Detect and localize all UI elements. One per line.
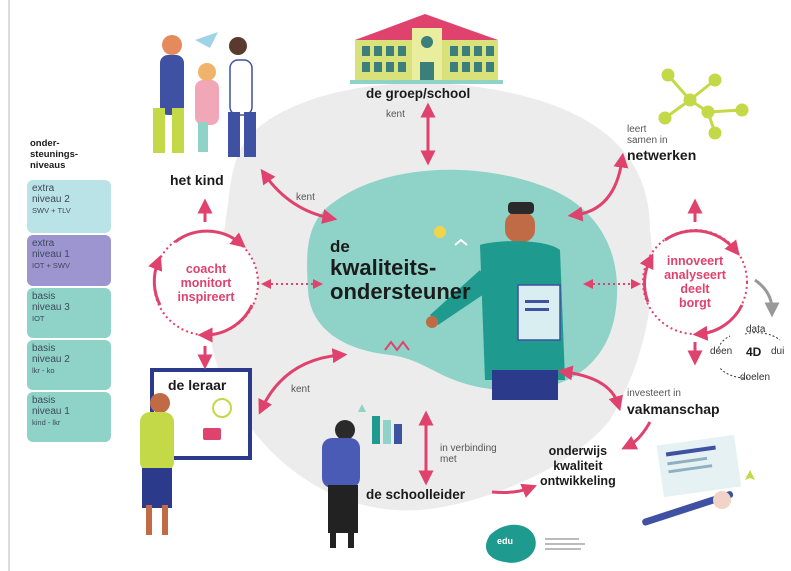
onderwijs-line: kwaliteit: [553, 459, 603, 473]
level-sub: IOT: [32, 314, 45, 323]
family-illustration: [153, 32, 256, 157]
logo-text: edu: [497, 536, 514, 546]
level-title: niveau 3: [32, 302, 70, 313]
onderwijs-line: ontwikkeling: [540, 474, 616, 488]
level-sub: SWV + TLV: [32, 206, 71, 215]
level-basis-2: basis niveau 2 lkr - ko: [27, 340, 111, 390]
level-title: niveau 2: [32, 354, 70, 365]
support-levels-title-line: niveaus: [30, 160, 66, 171]
teacher-illustration: [140, 368, 252, 535]
right-circle-line: deelt: [680, 282, 710, 296]
right-circle-line: borgt: [679, 296, 711, 310]
left-circle-arc-2: [197, 304, 254, 343]
right-circle-line: analyseert: [664, 268, 726, 282]
left-circle-arc-3: [148, 255, 163, 306]
level-basis-1: basis niveau 1 kind - lkr: [27, 392, 111, 442]
cycle-data: data: [746, 324, 766, 335]
level-sub: kind - lkr: [32, 418, 61, 427]
level-sub: IOT + SWV: [32, 261, 70, 270]
right-circle-arc-3: [639, 253, 654, 303]
level-extra-1: extra niveau 1 IOT + SWV: [27, 235, 111, 286]
relation-kent-leraar: kent: [291, 384, 310, 395]
relation-investeert: investeert in: [627, 388, 681, 399]
relation-kent-top: kent: [386, 109, 405, 120]
center-title-line: de: [330, 237, 350, 256]
level-title: extra: [32, 238, 55, 249]
school-building-illustration: [350, 14, 503, 84]
cycle-doen: doen: [710, 346, 733, 357]
cycle-center: 4D: [746, 345, 762, 359]
grey-arrow-cycle: [754, 278, 780, 318]
left-circle-line: coacht: [185, 262, 227, 276]
relation-leert-line: leert: [627, 124, 647, 135]
central-person-illustration: [426, 202, 565, 400]
level-title: niveau 1: [32, 406, 70, 417]
node-vakmanschap: vakmanschap: [627, 401, 720, 417]
level-title: niveau 2: [32, 194, 70, 205]
level-title: basis: [32, 343, 56, 354]
right-circle-text: innoveert analyseert deelt borgt: [650, 254, 740, 310]
relation-kent-kind: kent: [296, 192, 315, 203]
level-title: niveau 1: [32, 249, 70, 260]
right-circle-arc-2: [692, 304, 744, 341]
support-levels-title: onder- steunings- niveaus: [30, 138, 78, 171]
arrow-netwerken-center: [567, 152, 629, 222]
arrow-vakmanschap-onderwijs: [621, 421, 652, 450]
certificate-illustration: [642, 434, 755, 526]
cycle-duiden: dui: [771, 346, 785, 357]
level-title: extra: [32, 183, 55, 194]
level-title: basis: [32, 291, 56, 302]
onderwijs-line: onderwijs: [548, 444, 608, 458]
left-circle-line: inspireert: [177, 290, 235, 304]
left-circle-arc-1: [174, 229, 246, 248]
node-netwerken: netwerken: [627, 147, 697, 163]
squiggle-decoration: [384, 340, 410, 352]
support-levels-title-line: onder-: [30, 138, 60, 149]
level-title: basis: [32, 395, 56, 406]
level-basis-3: basis niveau 3 IOT: [27, 288, 111, 338]
arrow-vakmanschap-center: [557, 365, 623, 412]
node-groep-school: de groep/school: [366, 86, 471, 101]
support-levels-title-line: steunings-: [30, 149, 79, 160]
relation-leert-samen: leert samen in: [627, 124, 668, 146]
node-het-kind: het kind: [170, 172, 224, 188]
right-circle-line: innoveert: [666, 254, 724, 268]
page-edge-line: [8, 0, 10, 571]
left-circle-text: coacht monitort inspireert: [166, 262, 246, 304]
lightbulb-icon: [434, 226, 446, 238]
level-extra-2: extra niveau 2 SWV + TLV: [27, 180, 111, 233]
relation-verbinding-line: met: [440, 454, 457, 465]
arrow-schoolleider-onderwijs: [491, 483, 537, 498]
arrow-kind-center: [260, 168, 338, 224]
node-de-leraar: de leraar: [168, 377, 227, 393]
left-circle-line: monitort: [180, 276, 232, 290]
node-de-schoolleider: de schoolleider: [366, 487, 466, 502]
level-sub: lkr - ko: [32, 366, 55, 375]
logo-illustration: [485, 524, 585, 563]
arrow-leraar-center: [258, 348, 348, 415]
cycle-arrows: [717, 332, 781, 379]
relation-verbinding-line: in verbinding: [440, 443, 497, 454]
node-onderwijs: onderwijs kwaliteit ontwikkeling: [540, 444, 616, 489]
school-leader-illustration: [322, 404, 402, 548]
squiggle-decoration-2: [454, 238, 468, 246]
center-title-line: ondersteuner: [330, 279, 471, 304]
relation-leert-line: samen in: [627, 135, 668, 146]
relation-in-verbinding: in verbinding met: [440, 443, 497, 465]
center-title-line: kwaliteits-: [330, 255, 437, 280]
cycle-doelen: doelen: [740, 372, 771, 383]
right-circle-arc-1: [664, 229, 740, 256]
network-illustration: [658, 68, 749, 140]
center-title: de kwaliteits- ondersteuner: [330, 238, 471, 304]
